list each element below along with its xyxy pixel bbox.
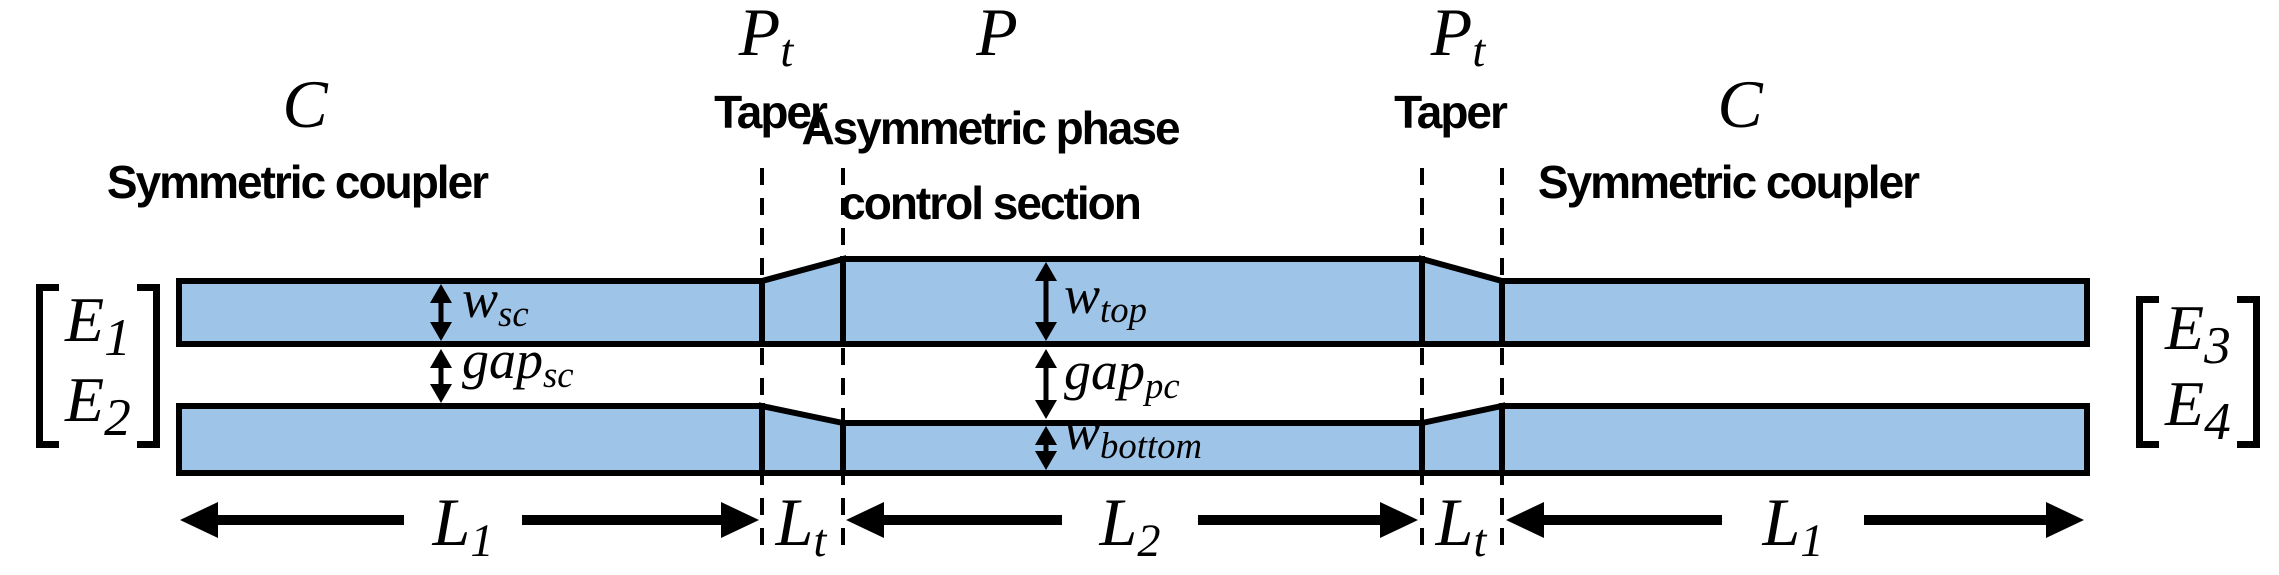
w-sc-sub: sc (498, 292, 529, 334)
taper-right-name: Taper (1394, 86, 1508, 138)
phase-section-name-line2: control section (840, 177, 1142, 229)
l1-left-base: L (432, 484, 471, 560)
taper-right-symbol-sub: t (1472, 26, 1486, 78)
bottom-waveguide-left-taper (759, 402, 846, 476)
top-waveguide-right-taper (1419, 255, 1505, 347)
l1-left-sub: 1 (470, 516, 494, 568)
taper-left-symbol: Pt (739, 0, 793, 75)
e2-base: E (65, 363, 105, 435)
coupler-right-symbol: C (1717, 70, 1762, 138)
e2-sub: 2 (104, 386, 131, 447)
taper-left-name: Taper (714, 86, 828, 138)
length-dimension-arrows (180, 502, 2084, 538)
coupler-right-name: Symmetric coupler (1537, 156, 1920, 208)
lt-left-label: Lt (776, 488, 827, 565)
e1-sub: 1 (104, 306, 131, 367)
taper-right-symbol: Pt (1431, 0, 1485, 75)
l1-left-label: L1 (433, 488, 494, 565)
l1-right-label: L1 (1763, 488, 1824, 565)
matrix-left-bracket (36, 284, 59, 448)
taper-left-symbol-base: P (738, 0, 781, 70)
matrix-right-bracket (2236, 296, 2260, 448)
e3-base: E (2165, 292, 2205, 363)
bottom-waveguide-right-taper (1419, 402, 1505, 476)
lt-right-sub: t (1473, 516, 1487, 568)
w-top-sub: top (1100, 288, 1147, 330)
lt-right-base: L (1435, 484, 1474, 560)
vertical-dimension-arrows (430, 262, 1057, 470)
e1-base: E (65, 283, 105, 355)
gap-sc-sub: sc (543, 353, 574, 395)
w-sc-arrow (430, 284, 452, 341)
gap-pc-base: gap (1064, 341, 1145, 401)
e3-sub: 3 (2204, 314, 2231, 375)
section-boundary-dashed-lines (760, 168, 1504, 557)
taper-left-symbol-sub: t (780, 26, 794, 78)
top-waveguide-right-coupler (1499, 278, 2090, 347)
matrix-left-bracket (2136, 296, 2159, 448)
l2-base: L (1099, 484, 1138, 560)
waveguides (176, 255, 2090, 476)
w-sc-label: wsc (462, 269, 529, 332)
w-sc-base: w (462, 269, 499, 329)
coupler-right-symbol-text: C (1717, 66, 1763, 142)
w-top-base: w (1064, 265, 1101, 325)
gap-pc-arrow (1035, 349, 1057, 419)
input-field-e2: E2 (65, 367, 131, 447)
l2-sub: 2 (1137, 516, 1161, 568)
l2-label: L2 (1100, 488, 1161, 565)
gap-sc-base: gap (462, 330, 543, 390)
l1-right-sub: 1 (1800, 516, 1824, 568)
l1-left-dimension (180, 502, 759, 538)
w-bottom-sub: bottom (1100, 424, 1203, 466)
matrix-right-bracket (136, 284, 160, 448)
lt-left-sub: t (813, 516, 827, 568)
gap-sc-arrow (430, 349, 452, 403)
e4-base: E (2165, 368, 2205, 440)
w-bottom-arrow (1035, 426, 1057, 470)
phase-section-symbol-text: P (976, 0, 1018, 70)
taper-right-symbol-base: P (1430, 0, 1473, 70)
w-bottom-base: w (1064, 401, 1101, 461)
coupler-left-symbol: C (282, 70, 327, 138)
w-top-arrow (1035, 262, 1057, 341)
e4-sub: 4 (2204, 390, 2231, 451)
coupler-left-symbol-text: C (282, 66, 328, 142)
bottom-waveguide-left-coupler (176, 403, 765, 476)
lt-right-label: Lt (1436, 488, 1487, 565)
output-field-matrix: E3 E4 (2136, 296, 2260, 448)
top-waveguide-left-taper (759, 255, 846, 347)
output-field-e3: E3 (2165, 296, 2231, 372)
gap-sc-label: gapsc (462, 330, 574, 393)
coupler-left-name: Symmetric coupler (106, 156, 489, 208)
input-field-matrix: E1 E2 (36, 284, 160, 448)
phase-section-symbol: P (976, 0, 1018, 66)
l1-right-base: L (1762, 484, 1801, 560)
gap-pc-sub: pc (1145, 364, 1180, 406)
bottom-waveguide-right-coupler (1499, 403, 2090, 476)
lt-left-base: L (775, 484, 814, 560)
input-field-e1: E1 (65, 287, 131, 367)
output-field-e4: E4 (2165, 372, 2231, 448)
l1-right-dimension (1506, 502, 2084, 538)
w-bottom-label: wbottom (1064, 401, 1202, 464)
w-top-label: wtop (1064, 265, 1147, 328)
gap-pc-label: gappc (1064, 341, 1180, 404)
l2-dimension (846, 502, 1418, 538)
phase-section-name-line1: Asymmetric phase (801, 102, 1180, 154)
